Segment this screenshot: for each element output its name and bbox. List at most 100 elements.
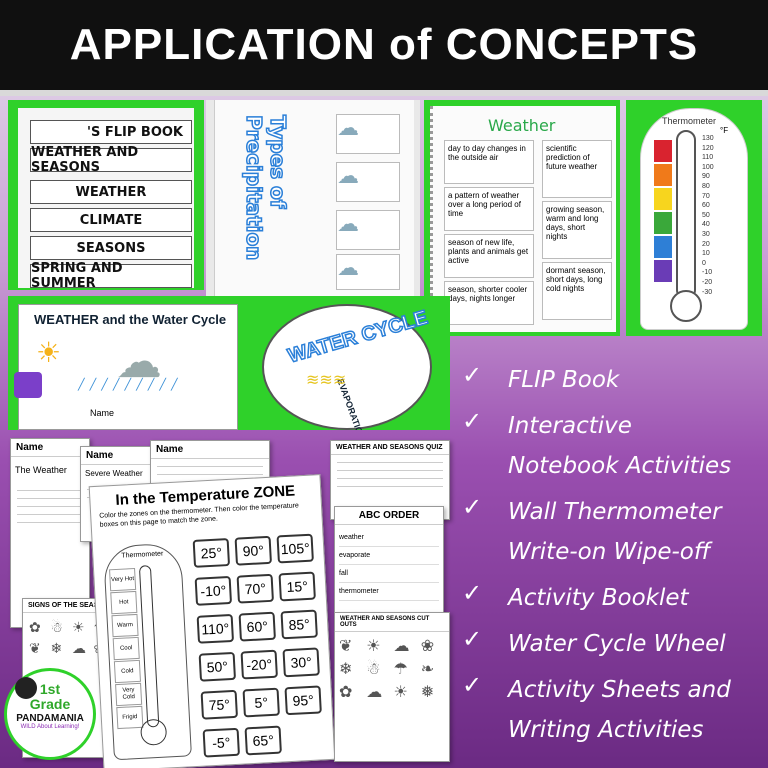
checklist-item: ✓Interactive Notebook Activities [462, 406, 762, 486]
sun-icon: ☀ [366, 638, 381, 655]
tick-label: 60 [702, 202, 710, 210]
temperature-box: 75° [200, 689, 238, 720]
sun-icon: ☀ [72, 619, 85, 635]
zone-label: Very Hot [109, 567, 137, 592]
flipbook-tab-4: SEASONS [30, 236, 192, 260]
zone-label: Cold [113, 659, 141, 684]
tree-icon: ✿ [29, 619, 41, 635]
temperature-box: 50° [198, 651, 237, 682]
temperature-box: 60° [238, 611, 276, 642]
rain-drops: ╱╱╱╱╱╱╱╱╱ [78, 379, 183, 391]
tick-label: 70 [702, 192, 710, 200]
leaf-icon: ❦ [29, 640, 41, 656]
cloud-icon: ☁ [393, 638, 410, 655]
leaf-icon: ❧ [420, 661, 435, 678]
tick-label: 80 [702, 182, 710, 190]
precip-card-snow: ☁ [336, 162, 400, 202]
sun-icon: ☀ [393, 684, 408, 701]
checklist-item: ✓FLIP Book [462, 360, 762, 400]
temperature-box: 25° [192, 538, 231, 568]
checklist-item-label: Interactive Notebook Activities [508, 413, 732, 479]
logo-tagline: WILD About Learning! [20, 724, 80, 730]
zone-bulb [139, 718, 168, 746]
worksheet-name: Name [11, 439, 89, 457]
zone-label: Frigid [116, 705, 144, 730]
temperature-box: 90° [234, 535, 272, 566]
checklist-item-label: FLIP Book [508, 367, 620, 393]
flipbook-tab-label: WEATHER AND SEASONS [31, 145, 139, 175]
color-band [654, 236, 672, 258]
cloud-icon: ☁ [366, 684, 383, 701]
snowman-icon: ☃ [366, 661, 381, 678]
logo-line2: Grade [29, 696, 71, 712]
notebook-panel: Weather day to day changes in the outsid… [424, 100, 620, 336]
abc-word: weather [339, 529, 439, 547]
flipbook-panel: 'S FLIP BOOK WEATHER AND SEASONS WEATHER… [8, 100, 204, 290]
tick-label: 0 [702, 259, 706, 267]
cloud-icon: ☁ [337, 163, 359, 188]
color-band [654, 188, 672, 210]
cloud-icon: ☁ [337, 255, 359, 280]
color-band [654, 164, 672, 186]
tick-label: -10 [702, 269, 713, 277]
thermometer-bulb [670, 290, 702, 322]
checklist-item-label: Activity Sheets and Writing Activities [508, 677, 731, 743]
notebook-def-card: a pattern of weather over a long period … [444, 187, 534, 231]
temperature-box: -20° [240, 649, 278, 680]
logo-line3: PANDAMANIA [16, 713, 84, 724]
precipitation-panel: Types of Precipitation ☁ ☁ ☁ ☁ [206, 100, 420, 296]
water-cycle-panel: WEATHER and the Water Cycle ☀ ☁ ╱╱╱╱╱╱╱╱… [8, 296, 240, 430]
thermometer-color-bands [654, 140, 672, 284]
tick-label: 120 [702, 144, 714, 152]
temperature-box: 70° [236, 573, 274, 604]
notebook-def-card: dormant season, short days, long cold ni… [542, 262, 612, 320]
checklist-item: ✓Water Cycle Wheel [462, 624, 762, 664]
tick-label: 130 [702, 135, 714, 142]
checkmark-icon: ✓ [462, 580, 483, 607]
tick-label: 10 [702, 250, 710, 258]
flower-icon: ❀ [420, 638, 435, 655]
checklist-item: ✓Activity Booklet [462, 578, 762, 618]
zone-label: Very Cold [115, 682, 143, 707]
tick-label: 110 [702, 154, 714, 162]
worksheet-heading: WEATHER AND SEASONS CUT OUTS [335, 613, 449, 632]
snowflake-icon: ❄ [50, 640, 63, 656]
flipbook-tab-label: SEASONS [76, 240, 146, 256]
water-cycle-wheel-panel: WATER CYCLE EVAPORATION ≋≋≋ [240, 296, 450, 430]
definition-text: dormant season, short days, long cold ni… [546, 266, 606, 293]
color-band [654, 140, 672, 162]
cloud-icon: ☁ [337, 115, 359, 140]
eraser-icon [14, 372, 42, 398]
worksheet-name: Name [81, 447, 169, 465]
sun-icon: ☀ [36, 337, 62, 368]
definition-text: season, shorter cooler days, nights long… [448, 285, 528, 303]
worksheet-name: Name [151, 441, 269, 459]
notebook-def-card: scientific prediction of future weather [542, 140, 612, 198]
precipitation-title-text: Types of Precipitation [241, 114, 291, 261]
tick-label: 40 [702, 221, 710, 229]
worksheet-heading: WEATHER AND SEASONS QUIZ [331, 441, 449, 455]
water-cycle-title: WEATHER and the Water Cycle [34, 312, 227, 327]
thermometer-unit: °F [720, 126, 729, 135]
temperature-box: 5° [242, 687, 280, 718]
flipbook-tab-3: CLIMATE [30, 208, 192, 232]
name-label: Name [90, 408, 115, 418]
temperature-box: 85° [280, 609, 318, 640]
checklist-item: ✓Activity Sheets and Writing Activities [462, 670, 762, 750]
cloud-icon: ☁ [72, 640, 86, 656]
checklist-item: ✓Wall Thermometer Write-on Wipe-off [462, 492, 762, 572]
precipitation-title: Types of Precipitation [231, 114, 301, 275]
definition-text: growing season, warm and long days, shor… [546, 205, 605, 241]
panda-icon [15, 677, 37, 699]
checkmark-icon: ✓ [462, 494, 483, 521]
worksheet-weather: Name The Weather [10, 438, 90, 628]
temperature-box: 15° [278, 571, 316, 602]
flipbook-tab-label: WEATHER [75, 184, 147, 200]
checkmark-icon: ✓ [462, 626, 483, 653]
flipbook-header-text: 'S FLIP BOOK [86, 124, 183, 140]
snowman-icon: ☃ [50, 619, 64, 635]
